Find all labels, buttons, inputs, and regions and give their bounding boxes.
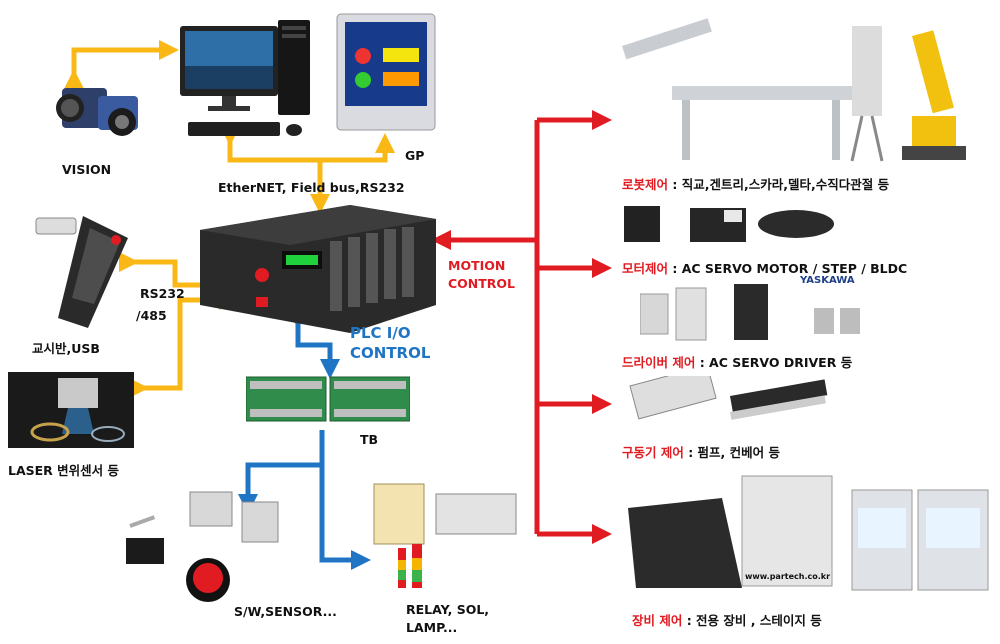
switch-sensor-image bbox=[118, 486, 298, 604]
sw-sensor-label: S/W,SENSOR... bbox=[234, 604, 337, 619]
plc-io-label-2: CONTROL bbox=[350, 344, 431, 362]
pc-computer bbox=[178, 18, 313, 143]
motion-label-2: CONTROL bbox=[448, 276, 516, 291]
laser-label: LASER 변위센서 등 bbox=[8, 463, 120, 478]
gp-label: GP bbox=[405, 148, 425, 163]
gp-touch-panel bbox=[335, 12, 437, 132]
category-robot: 로봇제어 : 직교,겐트리,스카라,델타,수직다관절 등 bbox=[622, 177, 890, 192]
website-text: www.partech.co.kr bbox=[745, 572, 831, 581]
equipment-image bbox=[622, 468, 994, 600]
network-bus bbox=[220, 125, 395, 214]
category-motor: 모터제어 : AC SERVO MOTOR / STEP / BLDC bbox=[622, 261, 908, 276]
plc-io-label-1: PLC I/O bbox=[350, 324, 411, 342]
servo-drivers-image bbox=[639, 284, 876, 344]
motion-label-1: MOTION bbox=[448, 258, 506, 273]
category-driver: 드라이버 제어 : AC SERVO DRIVER 등 bbox=[622, 355, 853, 370]
network-label: EtherNET, Field bus,RS232 bbox=[218, 180, 405, 195]
laser-sensor-image bbox=[8, 372, 134, 448]
robots-image bbox=[612, 6, 992, 166]
category-actuator: 구동기 제어 : 펌프, 컨베어 등 bbox=[622, 445, 781, 460]
vision-pc-link bbox=[64, 40, 179, 90]
motion-controller-unit bbox=[200, 205, 436, 335]
relay-label-1: RELAY, SOL, bbox=[406, 602, 490, 617]
rs232-label: RS232 bbox=[140, 286, 185, 301]
plc-io-links bbox=[238, 308, 371, 570]
vision-label: VISION bbox=[62, 162, 112, 177]
relay-solenoid-lamp-image bbox=[368, 480, 520, 598]
tb-label: TB bbox=[360, 432, 379, 447]
actuators-image bbox=[620, 364, 830, 436]
motors-image bbox=[620, 198, 840, 248]
vision-camera bbox=[40, 78, 150, 150]
category-equipment: 장비 제어 : 전용 장비 , 스테이지 등 bbox=[632, 613, 822, 628]
terminal-block bbox=[245, 375, 411, 423]
relay-label-2: LAMP... bbox=[406, 620, 458, 635]
motion-control-tree bbox=[431, 110, 612, 544]
yaskawa-logo: YASKAWA bbox=[800, 275, 855, 286]
teaching-pendant bbox=[28, 208, 140, 333]
teach-usb-label: 교시반,USB bbox=[32, 341, 100, 356]
rs485-label: /485 bbox=[136, 308, 167, 323]
